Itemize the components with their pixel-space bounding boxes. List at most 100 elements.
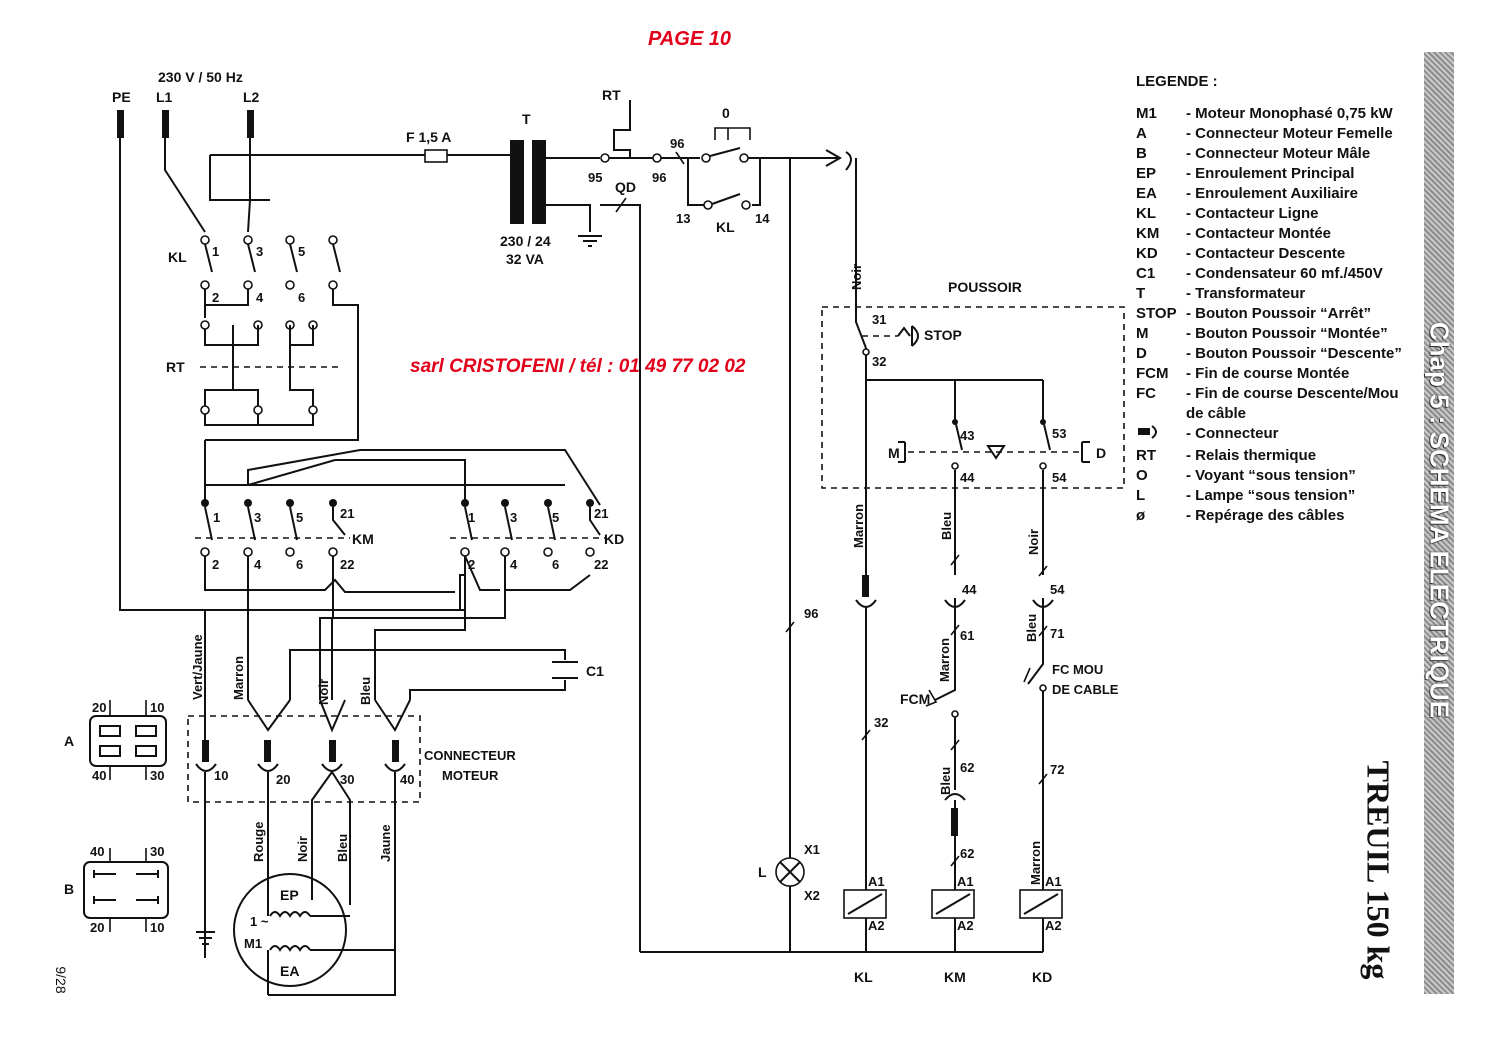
lamp-x1: X1 bbox=[804, 842, 820, 857]
legend-desc: - Relais thermique bbox=[1186, 447, 1317, 464]
legend-desc: - Fin de course Montée bbox=[1186, 365, 1350, 382]
kd-21-label: 21 bbox=[594, 506, 608, 521]
wire-96-label: 96 bbox=[804, 606, 818, 621]
transformer-ratio: 230 / 24 bbox=[500, 233, 551, 249]
pin-10-label: 10 bbox=[214, 768, 228, 783]
chapter-title-box: Chap 5 : SCHEMA ELECTRIQUE bbox=[1425, 250, 1455, 790]
rt-label: RT bbox=[166, 359, 185, 375]
wire-marron-km: Marron bbox=[937, 638, 952, 682]
legend-code: ø bbox=[1136, 507, 1146, 524]
legend-code: D bbox=[1136, 345, 1147, 362]
btn-43-label: 43 bbox=[960, 428, 974, 443]
motor-ep-label: EP bbox=[280, 887, 299, 903]
cable-markers bbox=[785, 554, 1048, 867]
wire-62-label: 62 bbox=[960, 760, 974, 775]
legend-item: T- Transformateur bbox=[1136, 284, 1436, 304]
legend-code: FC bbox=[1136, 385, 1156, 402]
b-pin-40: 40 bbox=[90, 844, 104, 859]
kl-5-label: 5 bbox=[298, 244, 305, 259]
legend-desc: - Connecteur bbox=[1186, 425, 1279, 442]
legend-code: EA bbox=[1136, 185, 1157, 202]
wire-jaune-label: Jaune bbox=[378, 824, 393, 862]
b-pin-20: 20 bbox=[90, 920, 104, 935]
capacitor-label: C1 bbox=[586, 663, 604, 679]
wire-bleu-kd: Bleu bbox=[1024, 614, 1039, 642]
legend-desc: - Enroulement Principal bbox=[1186, 165, 1355, 182]
legend-desc: - Moteur Monophasé 0,75 kW bbox=[1186, 105, 1393, 122]
legend-code: B bbox=[1136, 145, 1147, 162]
motor-ea-label: EA bbox=[280, 963, 299, 979]
kl-4-label: 4 bbox=[256, 290, 264, 305]
wire-vert-jaune-label: Vert/Jaune bbox=[190, 634, 205, 700]
l2-label: L2 bbox=[243, 89, 260, 105]
wire-noir-kd: Noir bbox=[1026, 529, 1041, 555]
page-title: PAGE 10 bbox=[648, 28, 731, 50]
supply-wires bbox=[119, 138, 466, 611]
a-pin-40: 40 bbox=[92, 768, 106, 783]
btn-44-label: 44 bbox=[960, 470, 975, 485]
legend-item: RT- Relais thermique bbox=[1136, 446, 1436, 466]
coil-km-label: KM bbox=[944, 969, 966, 985]
btn-d-label: D bbox=[1096, 445, 1106, 461]
km-21-label: 21 bbox=[340, 506, 354, 521]
connector-b-icon bbox=[83, 848, 169, 932]
legend-code: T bbox=[1136, 285, 1146, 302]
kl-label: KL bbox=[168, 249, 187, 265]
kd-3-label: 3 bbox=[510, 510, 517, 525]
km-22-label: 22 bbox=[340, 557, 354, 572]
rt-top-label: RT bbox=[602, 87, 621, 103]
m-d-buttons-icon bbox=[866, 379, 1090, 470]
legend-item: EA- Enroulement Auxiliaire bbox=[1136, 184, 1436, 204]
poussoir-label: POUSSOIR bbox=[948, 279, 1022, 295]
legend-item: FCM - Fin de course Montée bbox=[1136, 364, 1436, 384]
legend-code: KL bbox=[1136, 205, 1156, 222]
legend-item: C1- Condensateur 60 mf./450V bbox=[1136, 264, 1436, 284]
btn-54-label: 54 bbox=[1052, 470, 1067, 485]
terminal-96-label: 96 bbox=[652, 170, 666, 185]
coil-kd-label: KD bbox=[1032, 969, 1052, 985]
legend-item: O- Voyant “sous tension” bbox=[1136, 466, 1436, 486]
legend-desc: - Contacteur Montée bbox=[1186, 225, 1332, 242]
document-title-box: TREUIL 150 kg bbox=[1358, 740, 1398, 1000]
legend-code: A bbox=[1136, 125, 1147, 142]
fc-mou-icon bbox=[1023, 667, 1031, 683]
watermark-text: sarl CRISTOFENI / tél : 01 49 77 02 02 bbox=[410, 356, 746, 377]
switch-0-terminal-b bbox=[739, 153, 749, 163]
fc-mou-line2: DE CABLE bbox=[1052, 682, 1119, 697]
a-pin-30: 30 bbox=[150, 768, 164, 783]
wire-32-label: 32 bbox=[874, 715, 888, 730]
legend-desc: - Contacteur Ligne bbox=[1186, 205, 1319, 222]
legend-item: KL - Contacteur Ligne bbox=[1136, 204, 1436, 224]
legend-code: M bbox=[1136, 325, 1149, 342]
a-pin-10: 10 bbox=[150, 700, 164, 715]
legend-item: de câble bbox=[1136, 404, 1436, 424]
km-label: KM bbox=[352, 531, 374, 547]
coil-kd-a1: A1 bbox=[1045, 874, 1062, 889]
legend-code: KM bbox=[1136, 225, 1160, 242]
legend-item: FC - Fin de course Descente/Mou bbox=[1136, 384, 1436, 404]
poussoir-box bbox=[821, 306, 1125, 489]
pin-40-label: 40 bbox=[400, 772, 414, 787]
legend-code: FCM bbox=[1136, 365, 1169, 382]
b-pin-10: 10 bbox=[150, 920, 164, 935]
b-pin-30: 30 bbox=[150, 844, 164, 859]
wire-62b-label: 62 bbox=[960, 846, 974, 861]
chapter-sidebar bbox=[1424, 52, 1454, 994]
coil-km-a1: A1 bbox=[957, 874, 974, 889]
legend-code: STOP bbox=[1136, 305, 1177, 322]
km-kd-contacts bbox=[195, 449, 605, 700]
coils-icon bbox=[640, 880, 1063, 953]
wire-bleu-label: Bleu bbox=[358, 677, 373, 705]
legend-desc: de câble bbox=[1186, 405, 1247, 422]
legend-desc: - Fin de course Descente/Mou bbox=[1186, 385, 1399, 402]
legend-desc: - Repérage des câbles bbox=[1186, 507, 1345, 524]
kd-6-label: 6 bbox=[552, 557, 559, 572]
coil-kl-label: KL bbox=[854, 969, 873, 985]
switch-0-terminal-a bbox=[701, 153, 711, 163]
kd-5-label: 5 bbox=[552, 510, 559, 525]
legend-item: L- Lampe “sous tension” bbox=[1136, 486, 1436, 506]
stop-31-label: 31 bbox=[872, 312, 886, 327]
kl-power-contacts bbox=[200, 235, 359, 441]
pin-30-label: 30 bbox=[340, 772, 354, 787]
connector-b-label: B bbox=[64, 881, 74, 897]
